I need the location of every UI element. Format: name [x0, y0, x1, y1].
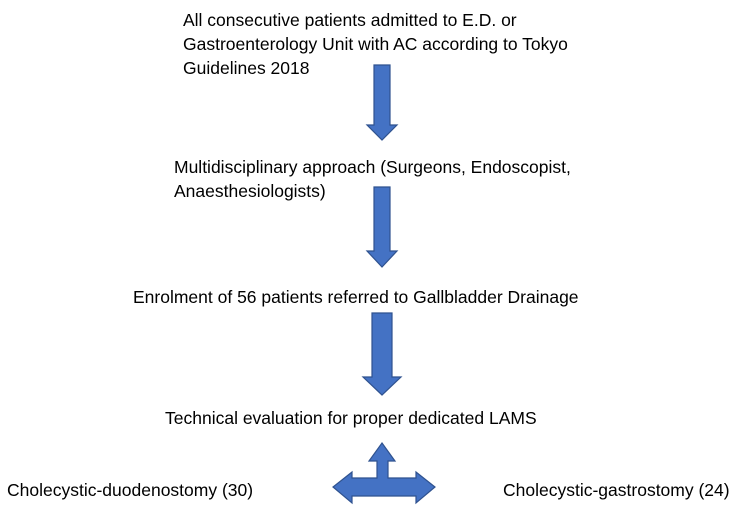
- step-1-line-3: Guidelines 2018: [183, 58, 310, 78]
- outcome-right-text: Cholecystic-gastrostomy (24): [503, 480, 730, 500]
- down-arrow-2: [365, 186, 399, 268]
- step-2-line-2: Anaesthesiologists): [174, 181, 326, 201]
- split-arrow: [332, 441, 436, 505]
- step-4-text: Technical evaluation for proper dedicate…: [165, 406, 537, 430]
- step-1-line-1: All consecutive patients admitted to E.D…: [183, 10, 517, 30]
- step-2-text: Multidisciplinary approach (Surgeons, En…: [174, 155, 571, 203]
- step-1-text: All consecutive patients admitted to E.D…: [183, 8, 568, 80]
- outcome-left-text: Cholecystic-duodenostomy (30): [7, 480, 254, 500]
- step-3-text: Enrolment of 56 patients referred to Gal…: [133, 285, 579, 309]
- step-4-line-1: Technical evaluation for proper dedicate…: [165, 408, 537, 428]
- step-2-line-1: Multidisciplinary approach (Surgeons, En…: [174, 157, 571, 177]
- down-arrow-3: [361, 312, 403, 396]
- step-3-line-1: Enrolment of 56 patients referred to Gal…: [133, 287, 579, 307]
- down-arrow-1: [365, 64, 399, 141]
- step-1-line-2: Gastroenterology Unit with AC according …: [183, 34, 568, 54]
